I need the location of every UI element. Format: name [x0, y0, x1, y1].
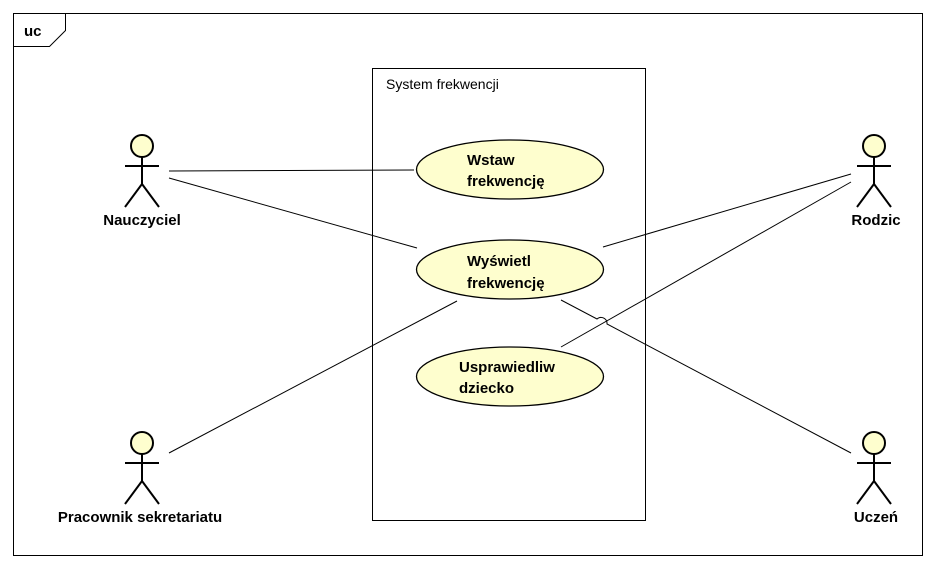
stick-figure-icon — [124, 134, 160, 208]
use-case-wstaw-shape — [415, 139, 605, 200]
use-case-wyswietl-shape — [415, 239, 605, 300]
use-case-wstaw-line-1: Wstaw — [467, 152, 515, 169]
actor-pracownik[interactable]: Pracownik sekretariatu — [58, 431, 222, 526]
association-rodzic-wyswietl — [602, 173, 852, 248]
use-case-wyswietl-line-1: Wyświetl — [467, 253, 531, 270]
use-case-usprawiedliw-line-1: Usprawiedliw — [459, 359, 555, 376]
actor-uczen[interactable]: Uczeń — [854, 431, 898, 526]
actor-rodzic-label: Rodzic — [851, 212, 900, 229]
frame-tag-label: uc — [24, 23, 42, 40]
stick-figure-icon — [124, 431, 160, 505]
frame-tag-box — [13, 13, 66, 47]
association-pracownik-wyswietl — [168, 300, 458, 454]
actor-uczen-label: Uczeń — [854, 509, 898, 526]
use-case-wyswietl[interactable]: Wyświetl frekwencję — [415, 239, 605, 300]
system-boundary-label: System frekwencji — [386, 76, 499, 92]
association-nauczyciel-wstaw — [168, 169, 415, 172]
system-boundary — [372, 68, 646, 521]
actor-nauczyciel[interactable]: Nauczyciel — [103, 134, 181, 229]
stick-figure-icon — [856, 431, 892, 505]
actor-nauczyciel-label: Nauczyciel — [103, 212, 181, 229]
use-case-usprawiedliw[interactable]: Usprawiedliw dziecko — [415, 346, 605, 407]
use-case-wyswietl-line-2: frekwencję — [467, 275, 545, 292]
actor-rodzic[interactable]: Rodzic — [851, 134, 901, 229]
association-rodzic-usprawiedliw — [560, 181, 852, 348]
use-case-usprawiedliw-line-2: dziecko — [459, 380, 514, 397]
actor-pracownik-label: Pracownik sekretariatu — [58, 509, 222, 526]
use-case-usprawiedliw-shape — [415, 346, 605, 407]
use-case-wstaw-line-2: frekwencję — [467, 173, 545, 190]
association-uczen-wyswietl — [560, 299, 852, 454]
association-nauczyciel-wyswietl — [168, 177, 418, 249]
stick-figure-icon — [856, 134, 892, 208]
use-case-wstaw[interactable]: Wstaw frekwencję — [415, 139, 605, 200]
associations — [168, 169, 852, 454]
